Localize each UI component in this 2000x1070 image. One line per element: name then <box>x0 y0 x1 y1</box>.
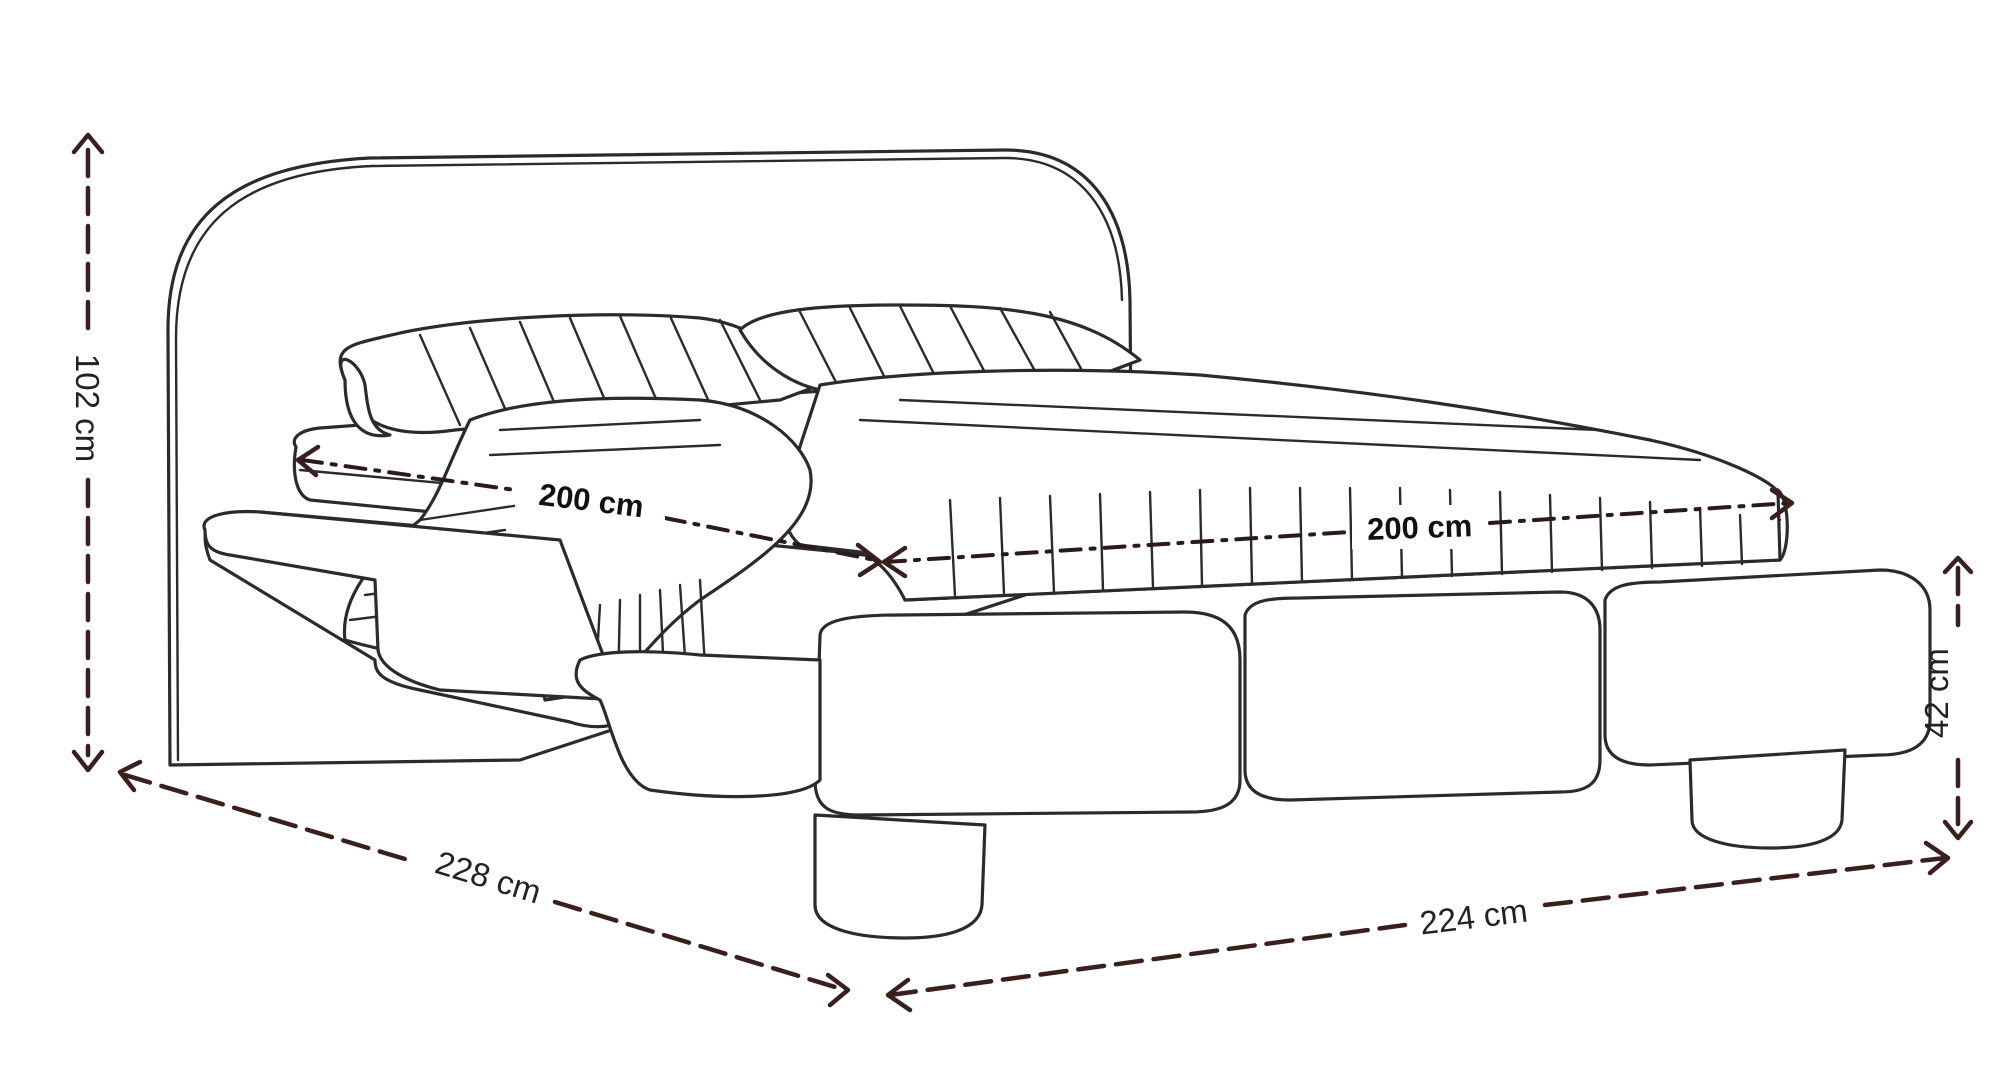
dimension-mattress-length: 200 cm <box>295 444 883 578</box>
width-label: 224 cm <box>1418 892 1530 942</box>
base-cushion-left <box>202 509 622 702</box>
base-cushion-corner <box>574 650 822 799</box>
pillow-roll <box>339 357 392 438</box>
dimension-height: 102 cm <box>69 132 106 773</box>
mattress-width-label: 200 cm <box>1366 508 1472 547</box>
dimension-mattress-width: 200 cm <box>881 487 1795 579</box>
pillow-stripes <box>418 304 1087 427</box>
base-cushion-front-3 <box>1603 568 1932 767</box>
headboard-edge <box>174 156 1124 762</box>
dimension-base-height: 42 cm <box>1918 555 1974 841</box>
leg-front <box>813 813 987 940</box>
depth-label: 228 cm <box>431 843 545 910</box>
duvet <box>783 368 1782 602</box>
base-cushion-front-1 <box>813 610 1242 817</box>
dimension-width: 224 cm <box>885 840 1951 1013</box>
base-cushion-front-2 <box>1243 590 1602 802</box>
base-height-label: 42 cm <box>1918 648 1955 738</box>
height-label: 102 cm <box>69 354 106 462</box>
dimension-depth: 228 cm <box>117 759 851 1008</box>
leg-right <box>1688 748 1847 850</box>
